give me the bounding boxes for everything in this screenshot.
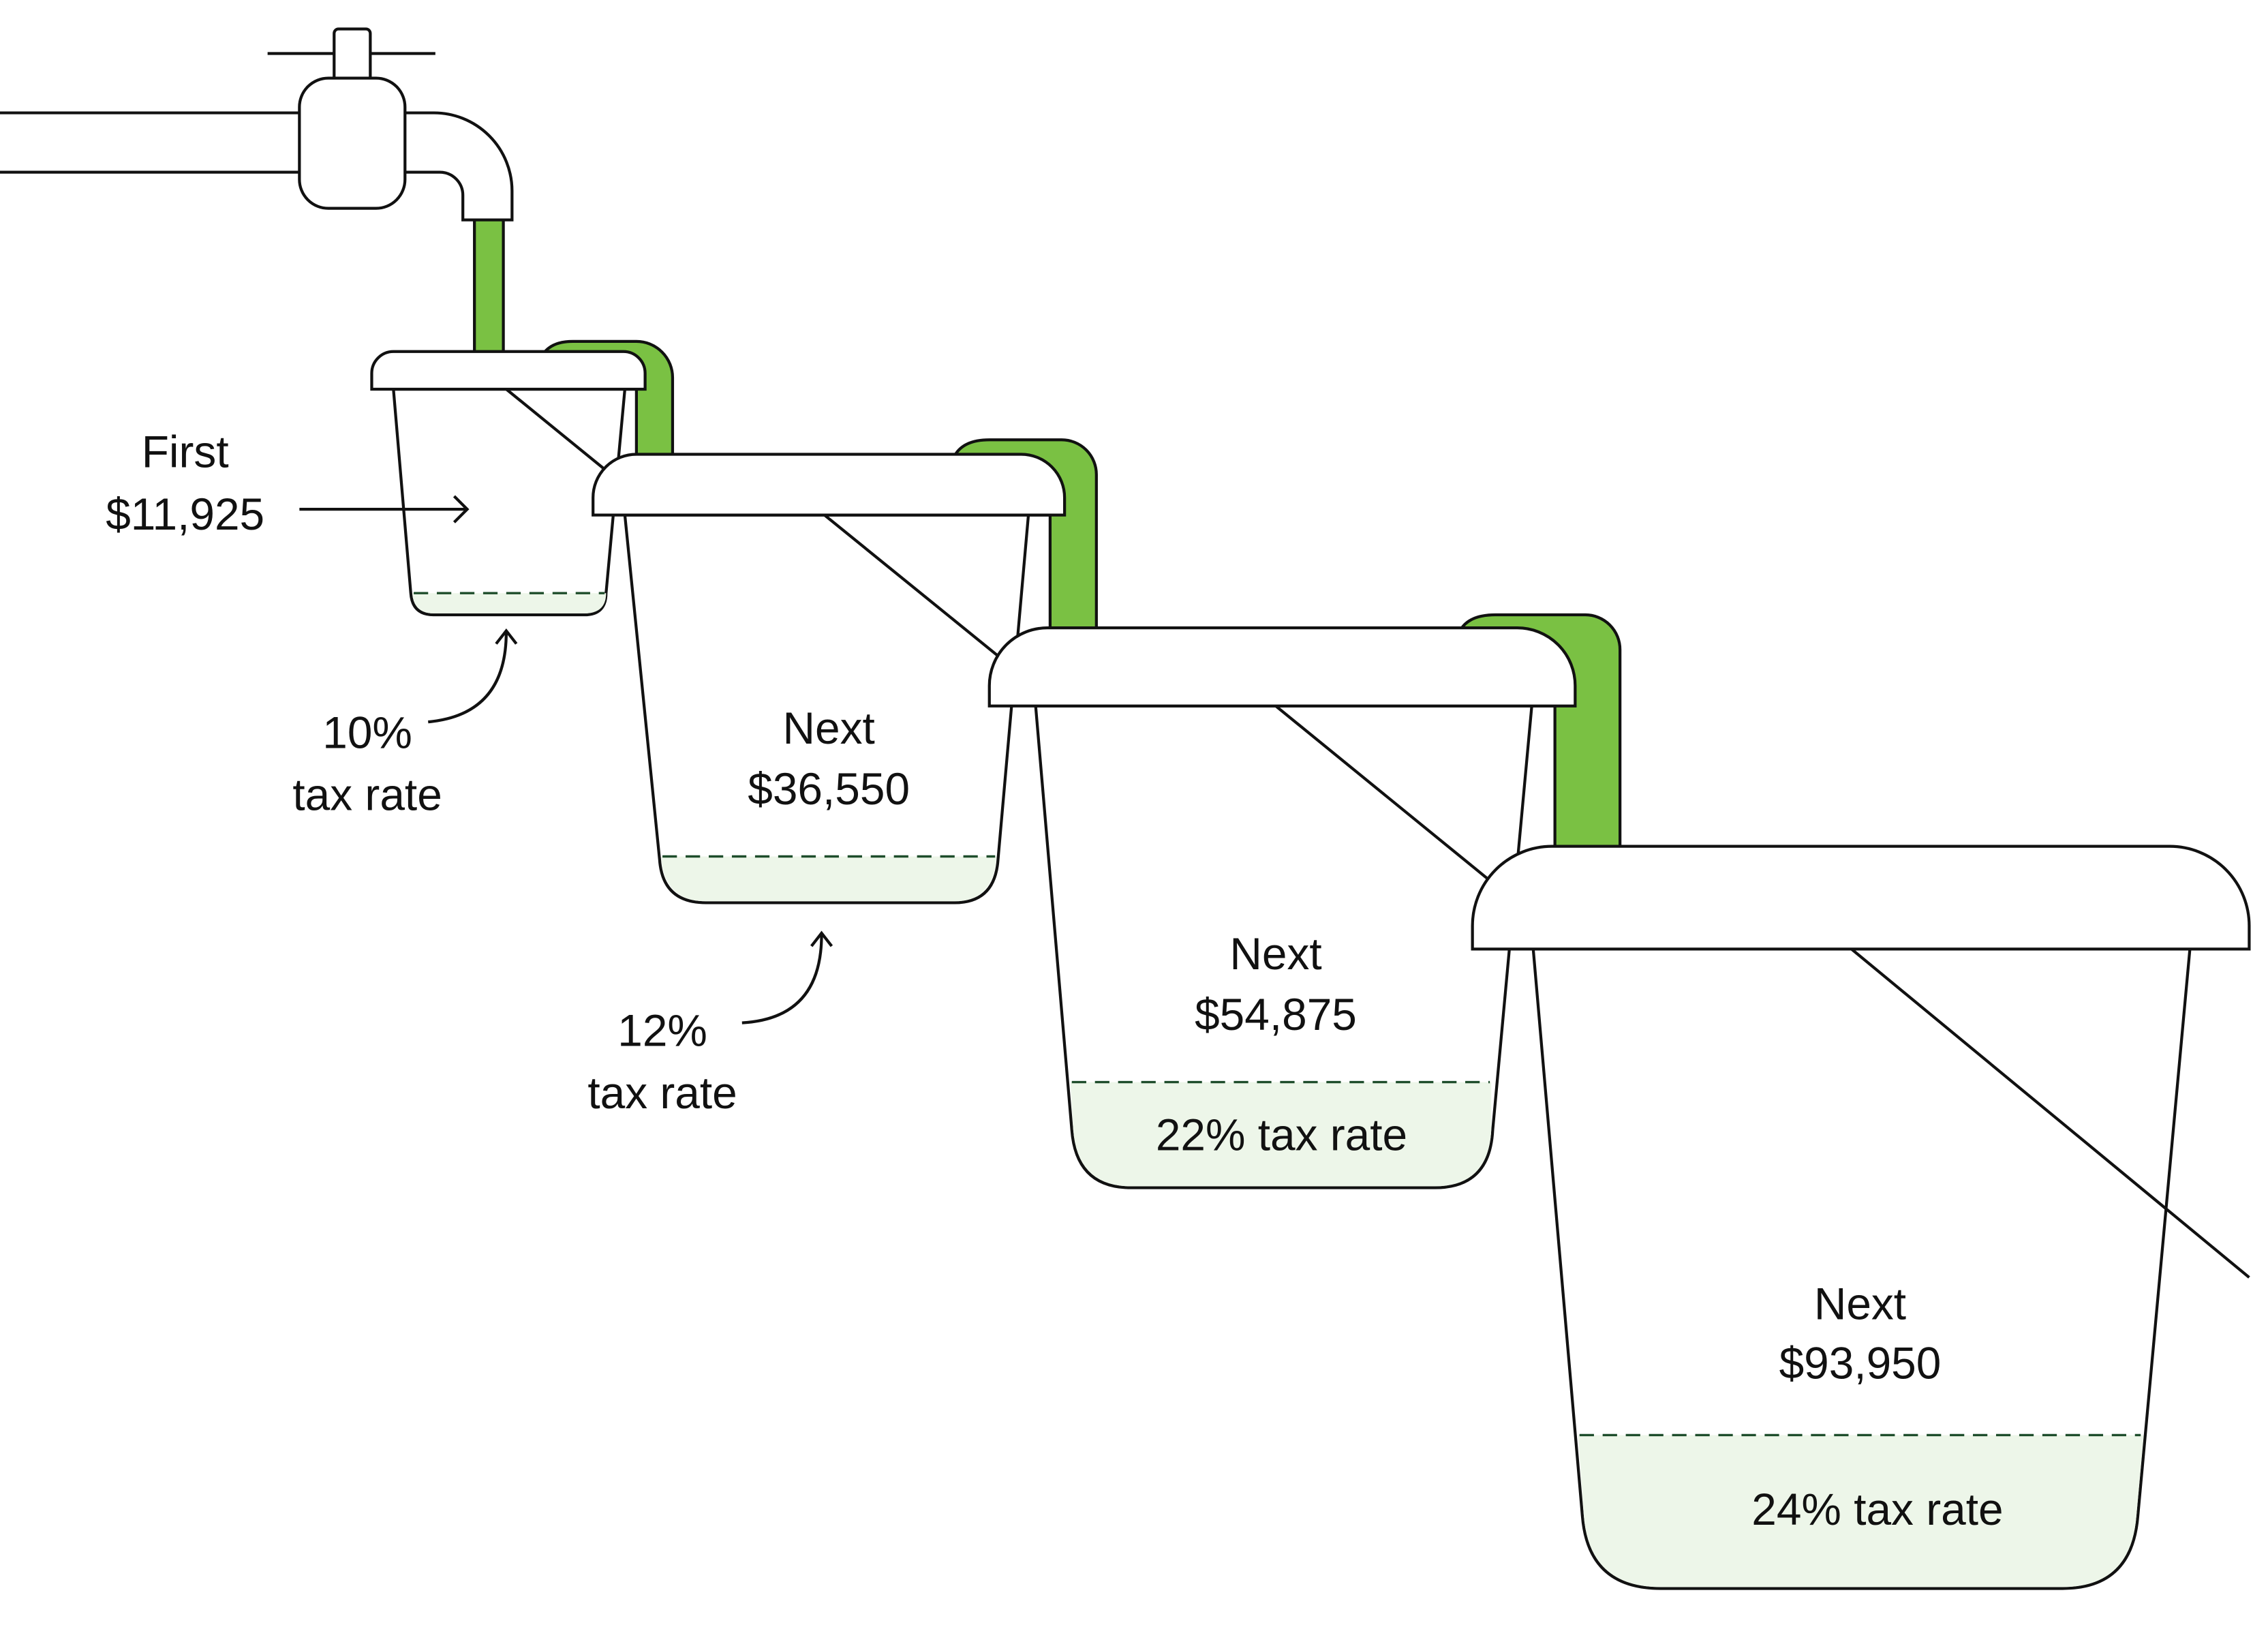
curved-arrow-icon <box>428 628 518 724</box>
water-stream <box>473 218 505 355</box>
bucket-1-label-line1: First <box>142 427 229 477</box>
bucket-3 <box>987 626 1577 1189</box>
bucket-3-rate: 22% tax rate <box>1156 1109 1407 1159</box>
bucket-4-label-line1: Next <box>1814 1279 1906 1329</box>
bucket-2-rate-line1: 12% <box>617 1005 707 1056</box>
bucket-2-label-line2: $36,550 <box>748 763 910 814</box>
bucket-1-rate-line2: tax rate <box>292 770 442 820</box>
bucket-2 <box>592 453 1067 904</box>
bucket-3-label-line2: $54,875 <box>1195 989 1357 1039</box>
bucket-1 <box>370 350 647 617</box>
bucket-1-label-line2: $11,925 <box>106 489 264 539</box>
arrow-right-icon <box>299 495 470 523</box>
bucket-2-label-line1: Next <box>783 703 875 753</box>
bucket-3-label-line1: Next <box>1229 928 1321 979</box>
bucket-4-rate: 24% tax rate <box>1751 1484 2003 1534</box>
bucket-2-rate-line2: tax rate <box>587 1067 737 1118</box>
bucket-1-rate-line1: 10% <box>322 707 412 757</box>
bucket-4-label-line2: $93,950 <box>1779 1338 1942 1388</box>
curved-arrow-icon <box>741 930 833 1024</box>
bucket-4 <box>1471 845 2251 1590</box>
faucet-icon <box>0 27 514 222</box>
